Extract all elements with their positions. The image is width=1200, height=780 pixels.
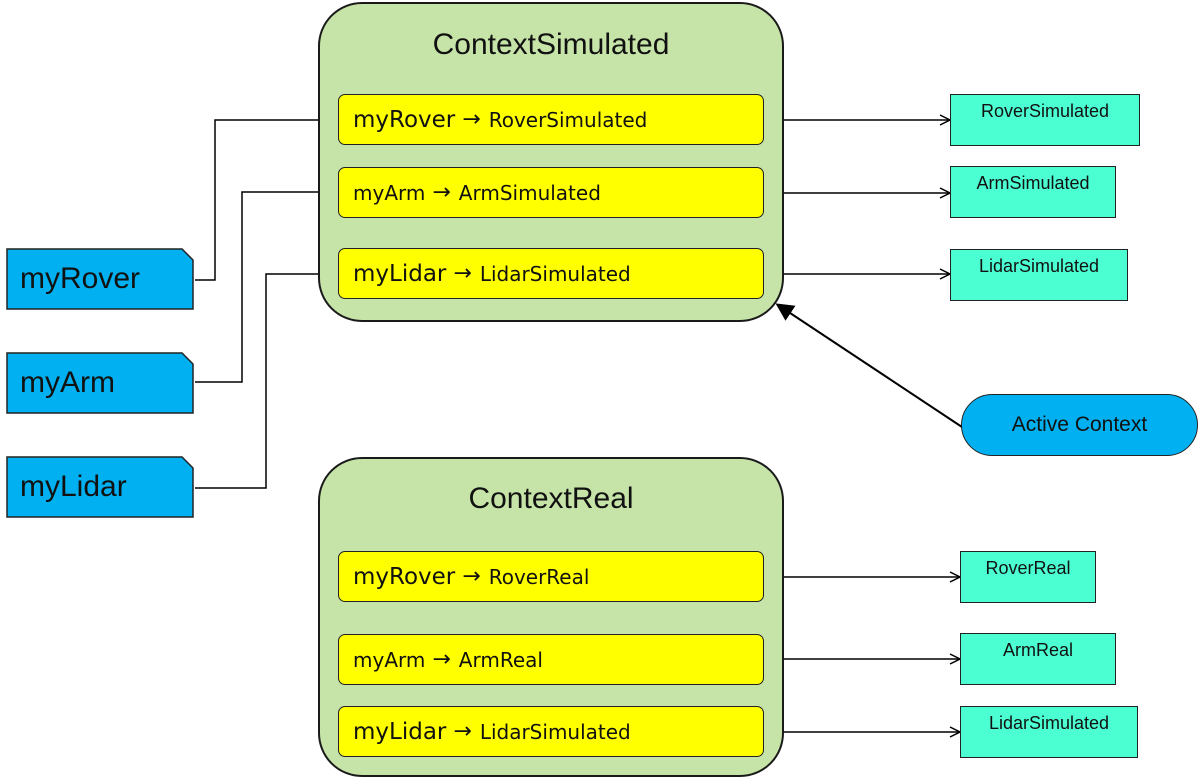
tag-shape bbox=[6, 456, 194, 518]
binding-implementation: ArmSimulated bbox=[458, 180, 601, 205]
wire-myarm bbox=[195, 192, 338, 383]
binding-variable: myArm bbox=[353, 647, 426, 672]
binding-arrow: → bbox=[432, 647, 451, 672]
binding-arrow: → bbox=[432, 180, 451, 205]
binding-arrow: → bbox=[462, 564, 481, 589]
binding-implementation: RoverSimulated bbox=[488, 107, 648, 132]
target-rover-real: RoverReal bbox=[960, 551, 1096, 603]
tag-shape bbox=[6, 248, 194, 310]
binding-variable: myRover bbox=[353, 106, 456, 133]
target-arm-simulated: ArmSimulated bbox=[950, 166, 1116, 218]
binding-implementation: ArmReal bbox=[458, 647, 543, 672]
context-real-title: ContextReal bbox=[468, 482, 634, 515]
binding-arrow: → bbox=[462, 107, 481, 132]
binding-real-myrover: myRover → RoverReal bbox=[338, 551, 764, 602]
target-lidar-simulated: LidarSimulated bbox=[950, 249, 1128, 301]
binding-variable: myLidar bbox=[353, 260, 447, 287]
target-rover-simulated: RoverSimulated bbox=[950, 94, 1140, 146]
binding-implementation: LidarSimulated bbox=[479, 261, 631, 286]
target-lidar-real: LidarSimulated bbox=[960, 706, 1138, 758]
binding-real-myarm: myArm → ArmReal bbox=[338, 634, 764, 685]
wire-myrover bbox=[195, 120, 338, 281]
binding-variable: myRover bbox=[353, 563, 456, 590]
wire-mylidar bbox=[195, 274, 338, 489]
binding-variable: myLidar bbox=[353, 718, 447, 745]
variable-tag-label: myRover bbox=[20, 262, 141, 295]
variable-tag-myrover: myRover bbox=[6, 248, 194, 310]
binding-arrow: → bbox=[453, 261, 472, 286]
binding-arrow: → bbox=[453, 719, 472, 744]
variable-tag-label: myLidar bbox=[20, 470, 127, 503]
active-context-pointer bbox=[775, 303, 963, 428]
binding-implementation: LidarSimulated bbox=[479, 719, 631, 744]
binding-variable: myArm bbox=[353, 180, 426, 205]
binding-sim-myrover: myRover → RoverSimulated bbox=[338, 94, 764, 145]
binding-sim-mylidar: myLidar → LidarSimulated bbox=[338, 248, 764, 299]
variable-tag-myarm: myArm bbox=[6, 352, 194, 414]
binding-implementation: RoverReal bbox=[488, 564, 590, 589]
variable-tag-label: myArm bbox=[20, 366, 115, 399]
variable-tag-mylidar: myLidar bbox=[6, 456, 194, 518]
target-arm-real: ArmReal bbox=[960, 633, 1116, 685]
tag-shape bbox=[6, 352, 194, 414]
binding-sim-myarm: myArm → ArmSimulated bbox=[338, 167, 764, 218]
binding-real-mylidar: myLidar → LidarSimulated bbox=[338, 706, 764, 757]
context-simulated-title: ContextSimulated bbox=[432, 28, 670, 61]
active-context-badge: Active Context bbox=[961, 394, 1198, 456]
